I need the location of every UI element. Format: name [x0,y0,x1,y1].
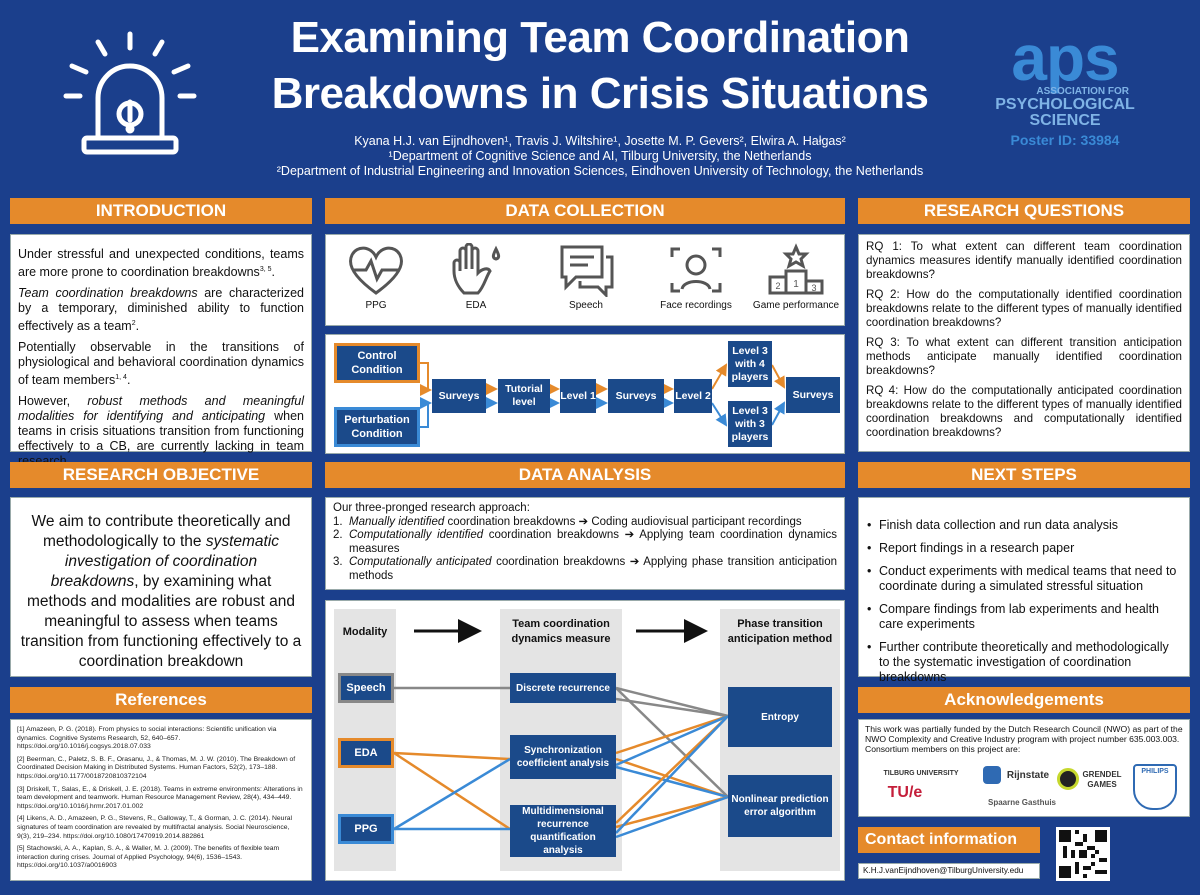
flow-level-3-four-players: Level 3 with 4 players [728,341,772,387]
reference-item: [3] Driskell, T., Salas, E., & Driskell,… [17,785,303,810]
measure-column-header: Team coordination dynamics measure [511,618,611,645]
reference-item: [4] Likens, A. D., Amazeen, P. G., Steve… [17,815,293,840]
speech-icon [560,245,614,299]
next-steps-list: Finish data collection and run data anal… [858,497,1190,684]
research-questions-list: RQ 1: To what extent can different team … [858,234,1190,452]
svg-text:2: 2 [775,281,780,291]
rq-item: RQ 1: To what extent can different team … [866,240,1182,281]
next-step-item: Finish data collection and run data anal… [867,518,1181,533]
flow-arrows [420,362,785,428]
measure-synchronization: Synchronization coefficient analysis [510,735,616,779]
svg-text:3: 3 [811,283,816,293]
contact-header: Contact information [858,827,1040,853]
flow-level-3-three-players: Level 3 with 3 players [728,401,772,447]
tilburg-university-logo: TILBURG UNIVERSITY [883,770,959,777]
face-icon [670,247,722,293]
data-collection-header: DATA COLLECTION [325,198,845,224]
flow-level-1: Level 1 [560,379,596,413]
contact-email[interactable]: K.H.J.vanEijndhoven@TilburgUniversity.ed… [858,863,1040,879]
grendel-games-logo: GRENDEL GAMES [1082,770,1122,789]
perturbation-condition: Perturbation Condition [334,407,420,447]
research-questions-header: RESEARCH QUESTIONS [858,198,1190,224]
flow-surveys-2: Surveys [608,379,664,413]
next-steps-header: NEXT STEPS [858,462,1190,488]
rijnstate-logo: Rijnstate [1006,770,1050,781]
data-analysis-approach: Our three-pronged research approach: 1.M… [325,497,845,590]
method-entropy: Entropy [728,687,832,747]
diagram-connections [393,619,729,839]
alarm-icon [60,28,200,158]
ppg-item: PPG [326,243,426,311]
aps-logo: aps ASSOCIATION FOR PSYCHOLOGICAL SCIENC… [995,22,1135,148]
introduction-header: INTRODUCTION [10,198,312,224]
next-step-item: Further contribute theoretically and met… [867,640,1181,685]
approach-item: 3.Computationally anticipated coordinati… [333,556,837,582]
next-step-item: Report findings in a research paper [867,541,1181,556]
method-column-header: Phase transition anticipation method [727,618,833,645]
rq-item: RQ 2: How do the computationally identif… [866,288,1182,329]
grendel-icon [1057,768,1079,790]
objective-body: We aim to contribute theoretically and m… [10,497,312,677]
svg-text:1: 1 [793,279,799,290]
heart-icon [349,246,403,295]
rq-item: RQ 3: To what extent can different trans… [866,336,1182,377]
next-step-item: Conduct experiments with medical teams t… [867,564,1181,594]
measure-mrqa: Multidimensional recurrence quantificati… [510,805,616,857]
acknowledgements-header: Acknowledgements [858,687,1190,713]
podium-icon: 1 2 3 [768,243,824,295]
tue-logo: TU/e [887,784,923,801]
rq-item: RQ 4: How do the computationally anticip… [866,384,1182,439]
experiment-flow: Control Condition Perturbation Condition… [325,334,845,454]
speech-item: Speech [536,243,636,311]
approach-item: 2.Computationally identified coordinatio… [333,529,837,555]
spaarne-gasthuis-logo: Spaarne Gasthuis [987,798,1057,807]
reference-item: [5] Stachowski, A. A., Kaplan, S. A., & … [17,845,280,870]
reference-item: [2] Beerman, C., Paletz, S. B. F., Orasa… [17,755,296,780]
data-analysis-header: DATA ANALYSIS [325,462,845,488]
references-header: References [10,687,312,713]
modality-ppg: PPG [338,814,394,844]
approach-item: 1.Manually identified coordination break… [333,515,802,528]
qr-code[interactable] [1056,827,1110,881]
objective-header: RESEARCH OBJECTIVE [10,462,312,488]
flow-tutorial-level: Tutorial level [498,379,550,413]
face-item: Face recordings [646,243,746,311]
flow-surveys-3: Surveys [786,377,840,413]
introduction-body: Under stressful and unexpected condition… [10,234,312,468]
eda-item: EDA [426,242,526,311]
next-step-item: Compare findings from lab experiments an… [867,602,1181,632]
control-condition: Control Condition [334,343,420,383]
analysis-diagram: Modality Team coordination dynamics meas… [325,600,845,881]
method-nonlinear-prediction: Nonlinear prediction error algorithm [728,775,832,837]
poster-authors: Kyana H.J. van Eijndhoven¹, Travis J. Wi… [276,134,924,178]
modality-eda: EDA [338,738,394,768]
reference-item: [1] Amazeen, P. G. (2018). From physics … [17,726,277,751]
flow-surveys-1: Surveys [432,379,486,413]
references-list: [1] Amazeen, P. G. (2018). From physics … [10,719,312,881]
rijnstate-icon [983,766,1001,784]
philips-logo: PHILIPS [1141,768,1169,775]
philips-shield-icon [1133,764,1177,810]
poster-title: Examining Team Coordination Breakdowns i… [271,13,929,118]
flow-level-2: Level 2 [674,379,712,413]
hand-icon [452,242,501,295]
measure-discrete-recurrence: Discrete recurrence [510,673,616,703]
modality-column-header: Modality [342,626,388,638]
acknowledgements-body: This work was partially funded by the Du… [858,719,1190,817]
modality-speech: Speech [338,673,394,703]
